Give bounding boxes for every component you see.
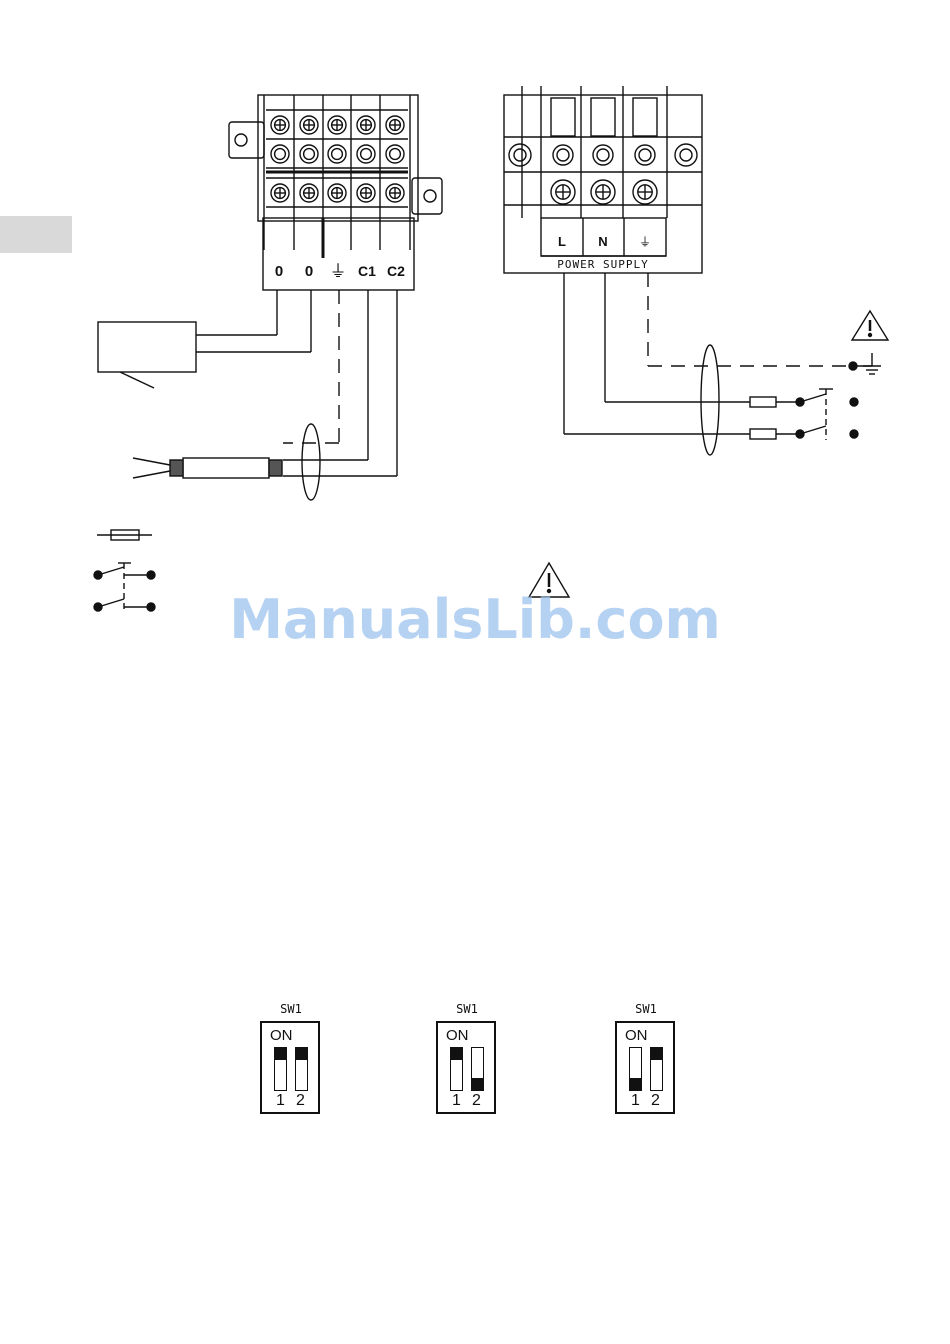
dip-switch-lever-2 bbox=[295, 1047, 308, 1091]
on-label: ON bbox=[625, 1027, 648, 1044]
dip-switch-lever-1 bbox=[450, 1047, 463, 1091]
lever-number-2: 2 bbox=[296, 1092, 305, 1110]
terminal-label-c1: C1 bbox=[358, 263, 376, 279]
dip-switch-body: ON 1 2 bbox=[615, 1021, 675, 1114]
on-label: ON bbox=[270, 1027, 293, 1044]
dip-switch-title: SW1 bbox=[260, 1002, 322, 1016]
terminal-label-0b: 0 bbox=[305, 263, 313, 280]
dip-switch-sw1-setting-3: SW1 ON 1 2 bbox=[615, 1002, 677, 1116]
terminal-label-earth: ⏚ bbox=[330, 262, 347, 282]
lever-number-2: 2 bbox=[472, 1092, 481, 1110]
dip-switch-body: ON 1 2 bbox=[260, 1021, 320, 1114]
terminal-label-c2: C2 bbox=[387, 263, 405, 279]
external-contact bbox=[98, 290, 311, 388]
screw-icon bbox=[271, 145, 289, 163]
dip-switch-title: SW1 bbox=[436, 1002, 498, 1016]
dip-switch-lever-2 bbox=[650, 1047, 663, 1091]
dip-switch-lever-1 bbox=[274, 1047, 287, 1091]
terminal-label-pe: ⏚ bbox=[639, 235, 651, 249]
dip-switch-lever-2 bbox=[471, 1047, 484, 1091]
dip-switch-body: ON 1 2 bbox=[436, 1021, 496, 1114]
screw-icon bbox=[593, 145, 613, 165]
warning-icon bbox=[852, 311, 888, 340]
fuse-symbol bbox=[97, 530, 152, 540]
lever-number-1: 1 bbox=[631, 1092, 640, 1110]
terminal-label-n: N bbox=[598, 234, 607, 249]
lever-number-1: 1 bbox=[452, 1092, 461, 1110]
screw-icon bbox=[357, 145, 375, 163]
dip-switch-sw1-setting-2: SW1 ON 1 2 bbox=[436, 1002, 498, 1116]
terminal-label-0a: 0 bbox=[275, 263, 283, 280]
screw-icon bbox=[300, 145, 318, 163]
screw-icon bbox=[386, 145, 404, 163]
dip-switch-lever-1 bbox=[629, 1047, 642, 1091]
watermark: ManualsLib.com bbox=[0, 588, 950, 651]
power-cable bbox=[564, 273, 881, 455]
terminal-label-l: L bbox=[558, 234, 566, 249]
lever-number-1: 1 bbox=[276, 1092, 285, 1110]
dip-switch-title: SW1 bbox=[615, 1002, 677, 1016]
on-label: ON bbox=[446, 1027, 469, 1044]
dip-switch-sw1-setting-1: SW1 ON 1 2 bbox=[260, 1002, 322, 1116]
lever-number-2: 2 bbox=[651, 1092, 660, 1110]
screw-icon bbox=[635, 145, 655, 165]
screw-icon bbox=[328, 145, 346, 163]
screw-icon bbox=[553, 145, 573, 165]
control-terminal-block bbox=[229, 95, 442, 290]
power-supply-caption: POWER SUPPLY bbox=[557, 258, 648, 271]
